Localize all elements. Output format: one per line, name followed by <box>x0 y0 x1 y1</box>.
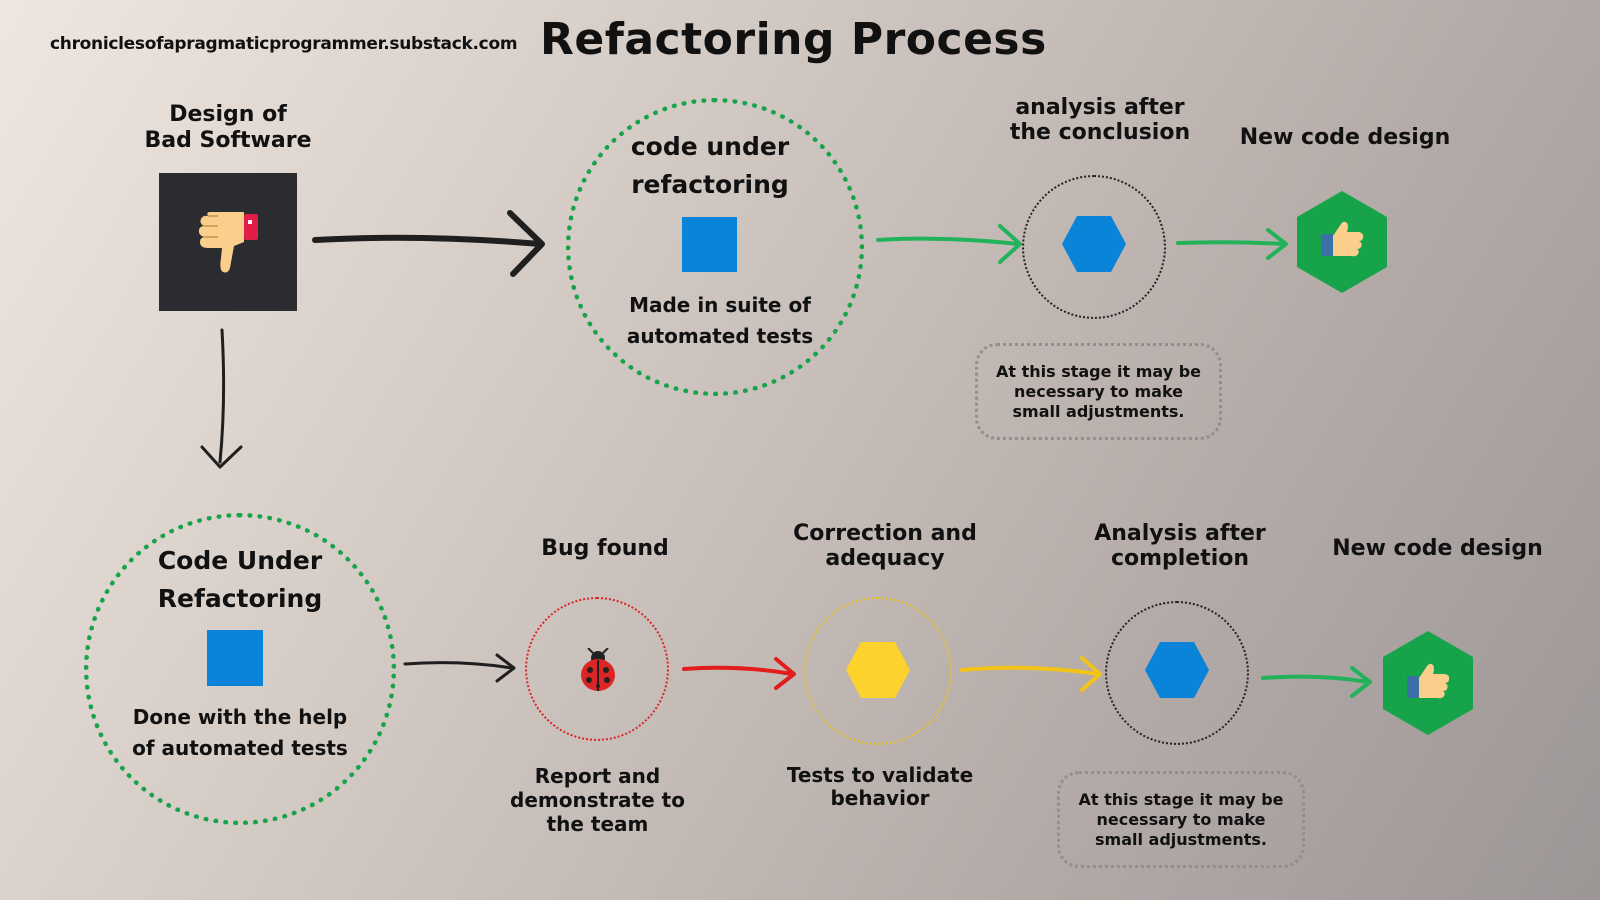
bottom-analysis-label: Analysis after completion <box>1094 521 1266 571</box>
top-new-design-label: New code design <box>1239 125 1451 150</box>
arrow-bug-to-correction <box>682 665 794 676</box>
bottom-new-design-label: New code design <box>1332 536 1543 561</box>
bottom-circle-subtitle: Done with the help of automated tests <box>132 705 348 760</box>
thumbs-down-icon <box>198 212 258 273</box>
arrow-correction-to-analysis <box>960 665 1100 676</box>
top-note-box: At this stage it may be necessary to mak… <box>975 343 1222 440</box>
correction-label: Correction and adequacy <box>793 521 977 571</box>
arrow-refactoring-to-analysis <box>876 236 1020 246</box>
bottom-circle-title: Code Under Refactoring <box>157 546 323 613</box>
top-analysis-label: analysis after the conclusion <box>1009 95 1191 145</box>
top-circle-title: code under refactoring <box>630 132 790 199</box>
arrow-bad-to-refactoring <box>312 234 543 247</box>
correction-circle <box>804 597 952 745</box>
top-circle-subtitle: Made in suite of automated tests <box>626 293 814 348</box>
bug-circle <box>525 597 669 741</box>
bottom-blue-hexagon <box>1145 642 1209 698</box>
bottom-note-text: At this stage it may be necessary to mak… <box>1078 789 1284 849</box>
top-analysis-circle <box>1022 175 1166 319</box>
arrow-circle-to-bug <box>403 661 514 670</box>
page-title: Refactoring Process <box>540 14 1047 65</box>
arrow-bad-to-bottom <box>218 328 226 464</box>
top-blue-square <box>682 217 737 272</box>
arrow-analysis-to-new-design <box>1176 240 1286 246</box>
bad-design-box <box>159 173 297 311</box>
ladybug-icon <box>581 648 615 691</box>
bottom-blue-square <box>207 630 263 686</box>
yellow-hexagon <box>846 642 910 698</box>
bottom-refactoring-circle <box>84 513 396 825</box>
thumbs-up-icon <box>1407 663 1450 699</box>
bottom-note-box: At this stage it may be necessary to mak… <box>1057 771 1305 868</box>
thumbs-up-icon <box>1321 221 1364 257</box>
top-refactoring-circle <box>566 98 864 396</box>
bug-subtitle: Report and demonstrate to the team <box>510 764 685 836</box>
site-url: chroniclesofapragmaticprogrammer.substac… <box>50 34 518 54</box>
bug-found-label: Bug found <box>541 536 669 561</box>
top-note-text: At this stage it may be necessary to mak… <box>995 361 1202 421</box>
arrow-analysis-to-bottom-new-design <box>1261 674 1370 684</box>
top-blue-hexagon <box>1062 216 1126 272</box>
correction-subtitle: Tests to validate behavior <box>786 763 974 810</box>
bad-design-label: Design of Bad Software <box>144 102 312 154</box>
bottom-analysis-circle <box>1105 601 1249 745</box>
